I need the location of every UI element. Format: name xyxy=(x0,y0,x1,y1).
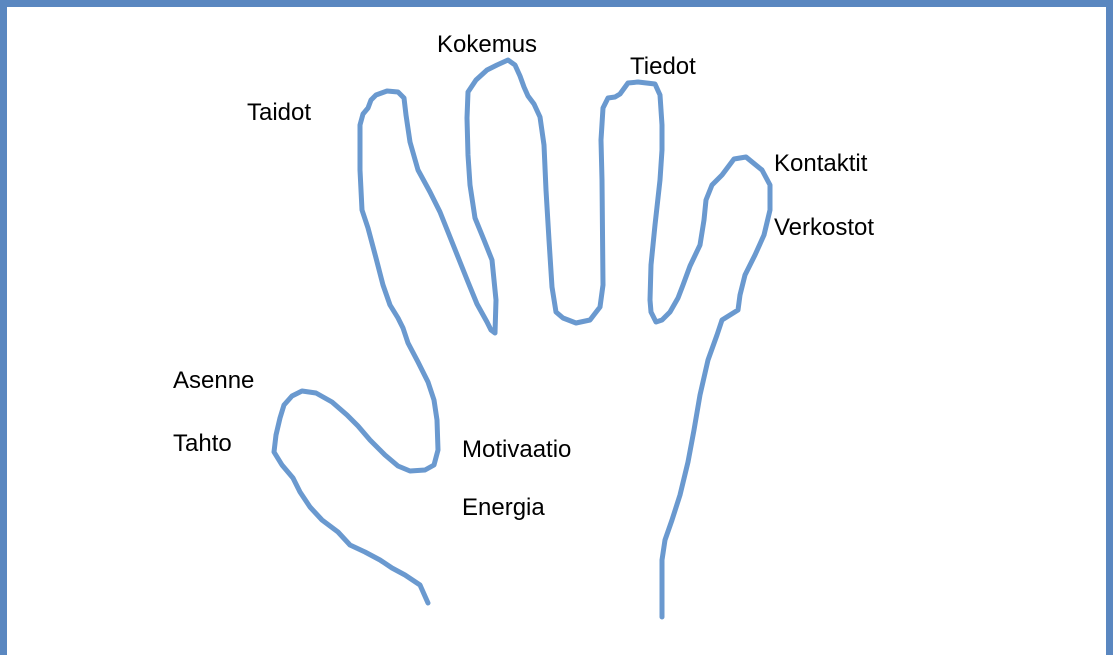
label-asenne: Asenne xyxy=(173,369,254,393)
label-verkostot: Verkostot xyxy=(774,216,874,240)
label-taidot: Taidot xyxy=(247,101,311,125)
label-tahto: Tahto xyxy=(173,432,232,456)
label-kontaktit: Kontaktit xyxy=(774,152,867,176)
label-motivaatio: Motivaatio xyxy=(462,438,571,462)
label-energia: Energia xyxy=(462,496,545,520)
hand-outline xyxy=(274,60,770,617)
label-tiedot: Tiedot xyxy=(630,55,696,79)
label-kokemus: Kokemus xyxy=(437,33,537,57)
